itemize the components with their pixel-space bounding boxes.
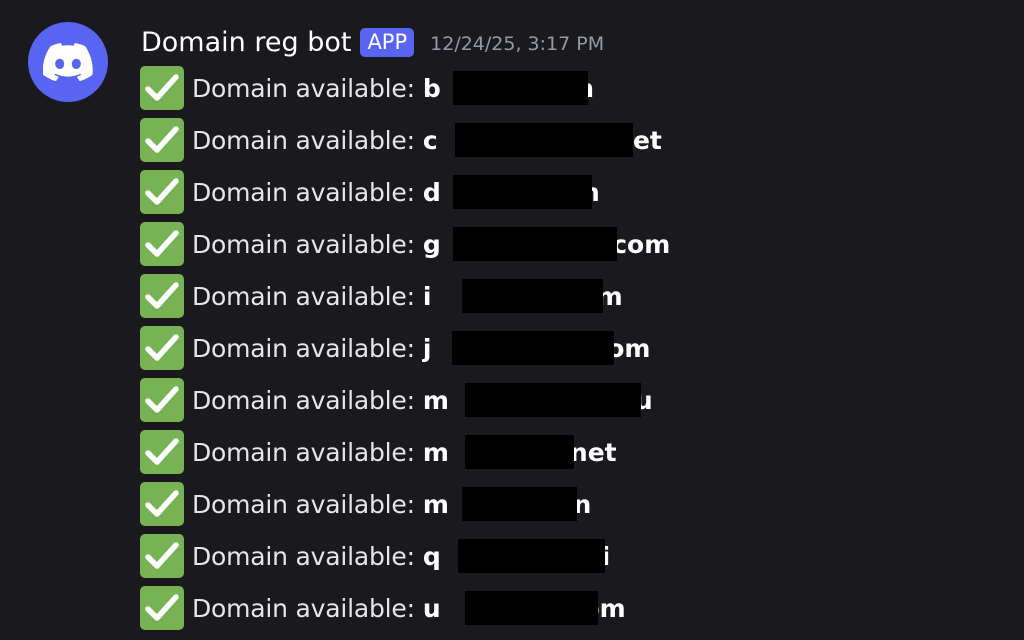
redaction-bar <box>465 591 598 625</box>
message-line: Domain available: dm <box>140 166 670 218</box>
message-line: Domain available: m net <box>140 426 670 478</box>
message-content: Domain available: bin Domain available: … <box>140 62 670 634</box>
line-label: Domain available: <box>192 73 415 103</box>
domain-start: c <box>422 125 438 155</box>
line-label: Domain available: <box>192 385 415 415</box>
check-mark-button-icon <box>140 430 184 474</box>
discord-logo-icon <box>43 43 93 81</box>
line-label: Domain available: <box>192 489 415 519</box>
line-label: Domain available: <box>192 333 415 363</box>
app-badge: APP <box>360 27 415 57</box>
redaction-bar <box>462 279 603 313</box>
domain-start: m <box>422 489 449 519</box>
line-label: Domain available: <box>192 281 415 311</box>
line-label: Domain available: <box>192 437 415 467</box>
check-mark-button-icon <box>140 118 184 162</box>
line-label: Domain available: <box>192 593 415 623</box>
check-mark-button-icon <box>140 586 184 630</box>
domain-start: m <box>422 385 449 415</box>
check-mark-button-icon <box>140 222 184 266</box>
domain-name: m net <box>423 438 617 467</box>
check-mark-button-icon <box>140 482 184 526</box>
check-mark-button-icon <box>140 326 184 370</box>
check-mark-button-icon <box>140 274 184 318</box>
domain-start: j <box>422 333 432 363</box>
bot-avatar[interactable] <box>28 22 108 102</box>
check-mark-button-icon <box>140 170 184 214</box>
redaction-bar <box>453 71 588 105</box>
redaction-bar <box>453 175 592 209</box>
message-line: Domain available: meu <box>140 374 670 426</box>
message-line: Domain available: g.com <box>140 218 670 270</box>
domain-start: i <box>422 281 432 311</box>
redaction-bar <box>462 487 577 521</box>
line-label: Domain available: <box>192 229 415 259</box>
line-label: Domain available: <box>192 541 415 571</box>
redaction-bar <box>465 435 574 469</box>
line-label: Domain available: <box>192 125 415 155</box>
domain-start: q <box>422 541 441 571</box>
domain-start: d <box>422 177 441 207</box>
domain-end: net <box>569 437 617 467</box>
author-name[interactable]: Domain reg bot <box>141 26 352 58</box>
line-label: Domain available: <box>192 177 415 207</box>
domain-start: g <box>422 229 441 259</box>
message-timestamp[interactable]: 12/24/25, 3:17 PM <box>430 33 605 55</box>
check-mark-button-icon <box>140 378 184 422</box>
domain-start: m <box>422 437 449 467</box>
redaction-bar <box>455 123 633 157</box>
redaction-bar <box>452 331 614 365</box>
check-mark-button-icon <box>140 534 184 578</box>
message-line: Domain available: qbi <box>140 530 670 582</box>
redaction-bar <box>453 227 617 261</box>
message-line: Domain available: bin <box>140 62 670 114</box>
check-mark-button-icon <box>140 66 184 110</box>
redaction-bar <box>458 539 605 573</box>
domain-start: b <box>422 73 441 103</box>
message-line: Domain available: c.net <box>140 114 670 166</box>
message-header: Domain reg bot APP 12/24/25, 3:17 PM <box>141 23 604 61</box>
redaction-bar <box>465 383 641 417</box>
message-line: Domain available: iom <box>140 270 670 322</box>
message-line: Domain available: ucom <box>140 582 670 634</box>
domain-start: u <box>422 593 441 623</box>
